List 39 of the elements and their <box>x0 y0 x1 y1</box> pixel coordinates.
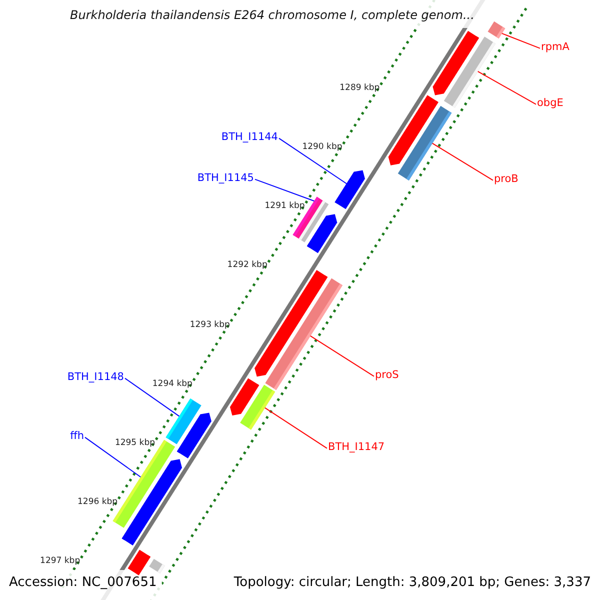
leader-line <box>84 436 142 478</box>
scale-label: 1295 kbp <box>114 438 155 448</box>
scale-label: 1292 kbp <box>227 261 268 270</box>
genome-info-text: Topology: circular; Length: 3,809,201 bp; Genes: 3,337 <box>234 576 591 589</box>
scale-label: 1297 kbp <box>40 557 80 566</box>
leader-line <box>124 378 180 417</box>
pointed-gene-block <box>306 214 338 254</box>
gene-label: proB <box>494 174 518 184</box>
leader-line <box>432 142 494 181</box>
gene-label: proS <box>375 370 399 380</box>
gene-block <box>265 278 343 390</box>
gene-block <box>444 36 496 108</box>
scale-label: 1291 kbp <box>264 202 305 211</box>
gene-block <box>398 106 452 180</box>
scale-label: 1294 kbp <box>152 380 192 388</box>
leader-line <box>477 70 536 105</box>
gene-block <box>240 384 276 430</box>
gene-block <box>149 558 165 574</box>
gene-label: ffh <box>70 431 84 442</box>
pointed-gene-block <box>122 459 182 546</box>
accession-text: Accession: NC_007651 <box>9 576 157 589</box>
scale-label: 1296 kbp <box>78 498 118 506</box>
gene-label: BTH_I1147 <box>328 442 385 452</box>
pointed-gene-block <box>176 412 212 458</box>
gene-block <box>488 21 506 39</box>
gene-label: BTH_I1148 <box>67 372 124 382</box>
leader-line <box>278 138 347 184</box>
gene-label: rpmA <box>541 42 570 52</box>
gene-block <box>128 550 151 576</box>
gene-label: BTH_I1145 <box>197 173 254 184</box>
diagram-title: Burkholderia thailandensis E264 chromosome I, complete genom... <box>70 9 474 21</box>
scale-label: 1289 kbp <box>340 84 380 92</box>
scale-label: 1293 kbp <box>190 320 230 330</box>
leader-line <box>501 32 540 49</box>
gene-label: obgE <box>537 98 564 108</box>
gene-label: BTH_I1144 <box>221 132 278 142</box>
scale-label: 1290 kbp <box>302 143 342 152</box>
leader-line <box>264 407 328 449</box>
pointed-gene-block <box>334 170 365 210</box>
